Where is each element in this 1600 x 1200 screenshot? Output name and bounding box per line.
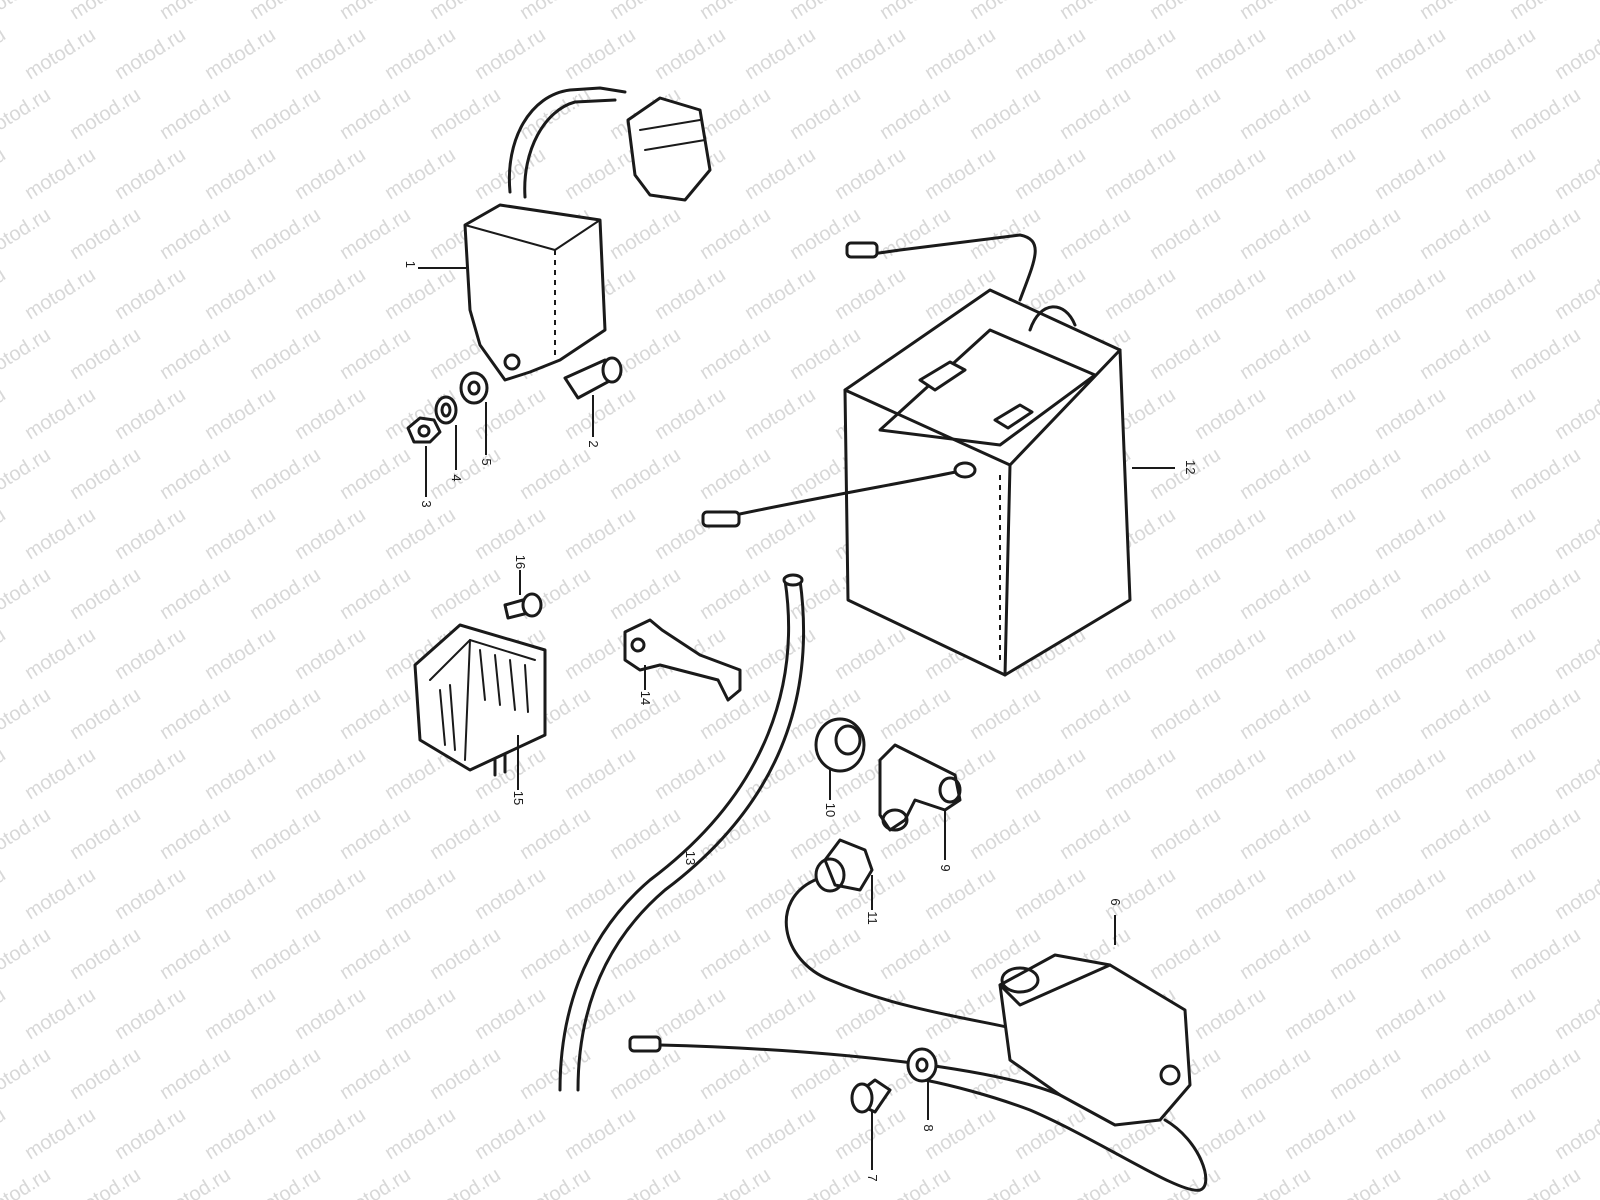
- callout-13: 13: [683, 851, 698, 865]
- callout-2: 2: [586, 440, 601, 447]
- spark-plug-cap-9[interactable]: [878, 743, 962, 860]
- screw-16[interactable]: [503, 570, 543, 620]
- bracket-14[interactable]: [623, 618, 742, 702]
- washer-5[interactable]: [459, 371, 489, 455]
- callout-4: 4: [449, 474, 464, 481]
- battery[interactable]: [701, 233, 1175, 677]
- cdi-unit[interactable]: [463, 86, 712, 382]
- coil-bolt-7[interactable]: [850, 1078, 892, 1170]
- callout-14: 14: [638, 691, 653, 705]
- callout-15: 15: [511, 791, 526, 805]
- callout-1: 1: [403, 261, 418, 268]
- callout-3: 3: [419, 500, 434, 507]
- callout-8: 8: [921, 1124, 936, 1131]
- coil-washer-8[interactable]: [906, 1047, 938, 1120]
- callout-6: 6: [1108, 898, 1123, 905]
- callout-12: 12: [1183, 460, 1198, 474]
- callout-16: 16: [513, 555, 528, 569]
- bolt-2[interactable]: [563, 356, 623, 437]
- callout-10: 10: [823, 803, 838, 817]
- nut-3[interactable]: [406, 416, 442, 497]
- lock-washer-4[interactable]: [434, 395, 458, 470]
- callout-9: 9: [938, 864, 953, 871]
- callout-7: 7: [865, 1174, 880, 1181]
- plug-cap-10[interactable]: [814, 717, 866, 800]
- tube-13[interactable]: [558, 573, 806, 1092]
- callout-5: 5: [479, 458, 494, 465]
- ignition-coil[interactable]: [628, 878, 1208, 1192]
- regulator-rectifier[interactable]: [413, 623, 547, 790]
- callout-11: 11: [865, 911, 880, 925]
- boot-11[interactable]: [814, 838, 874, 910]
- callout-labels: 1 2 3 4 5 6 7 8 9 10 11 12 13 14 15 16: [403, 261, 1198, 1182]
